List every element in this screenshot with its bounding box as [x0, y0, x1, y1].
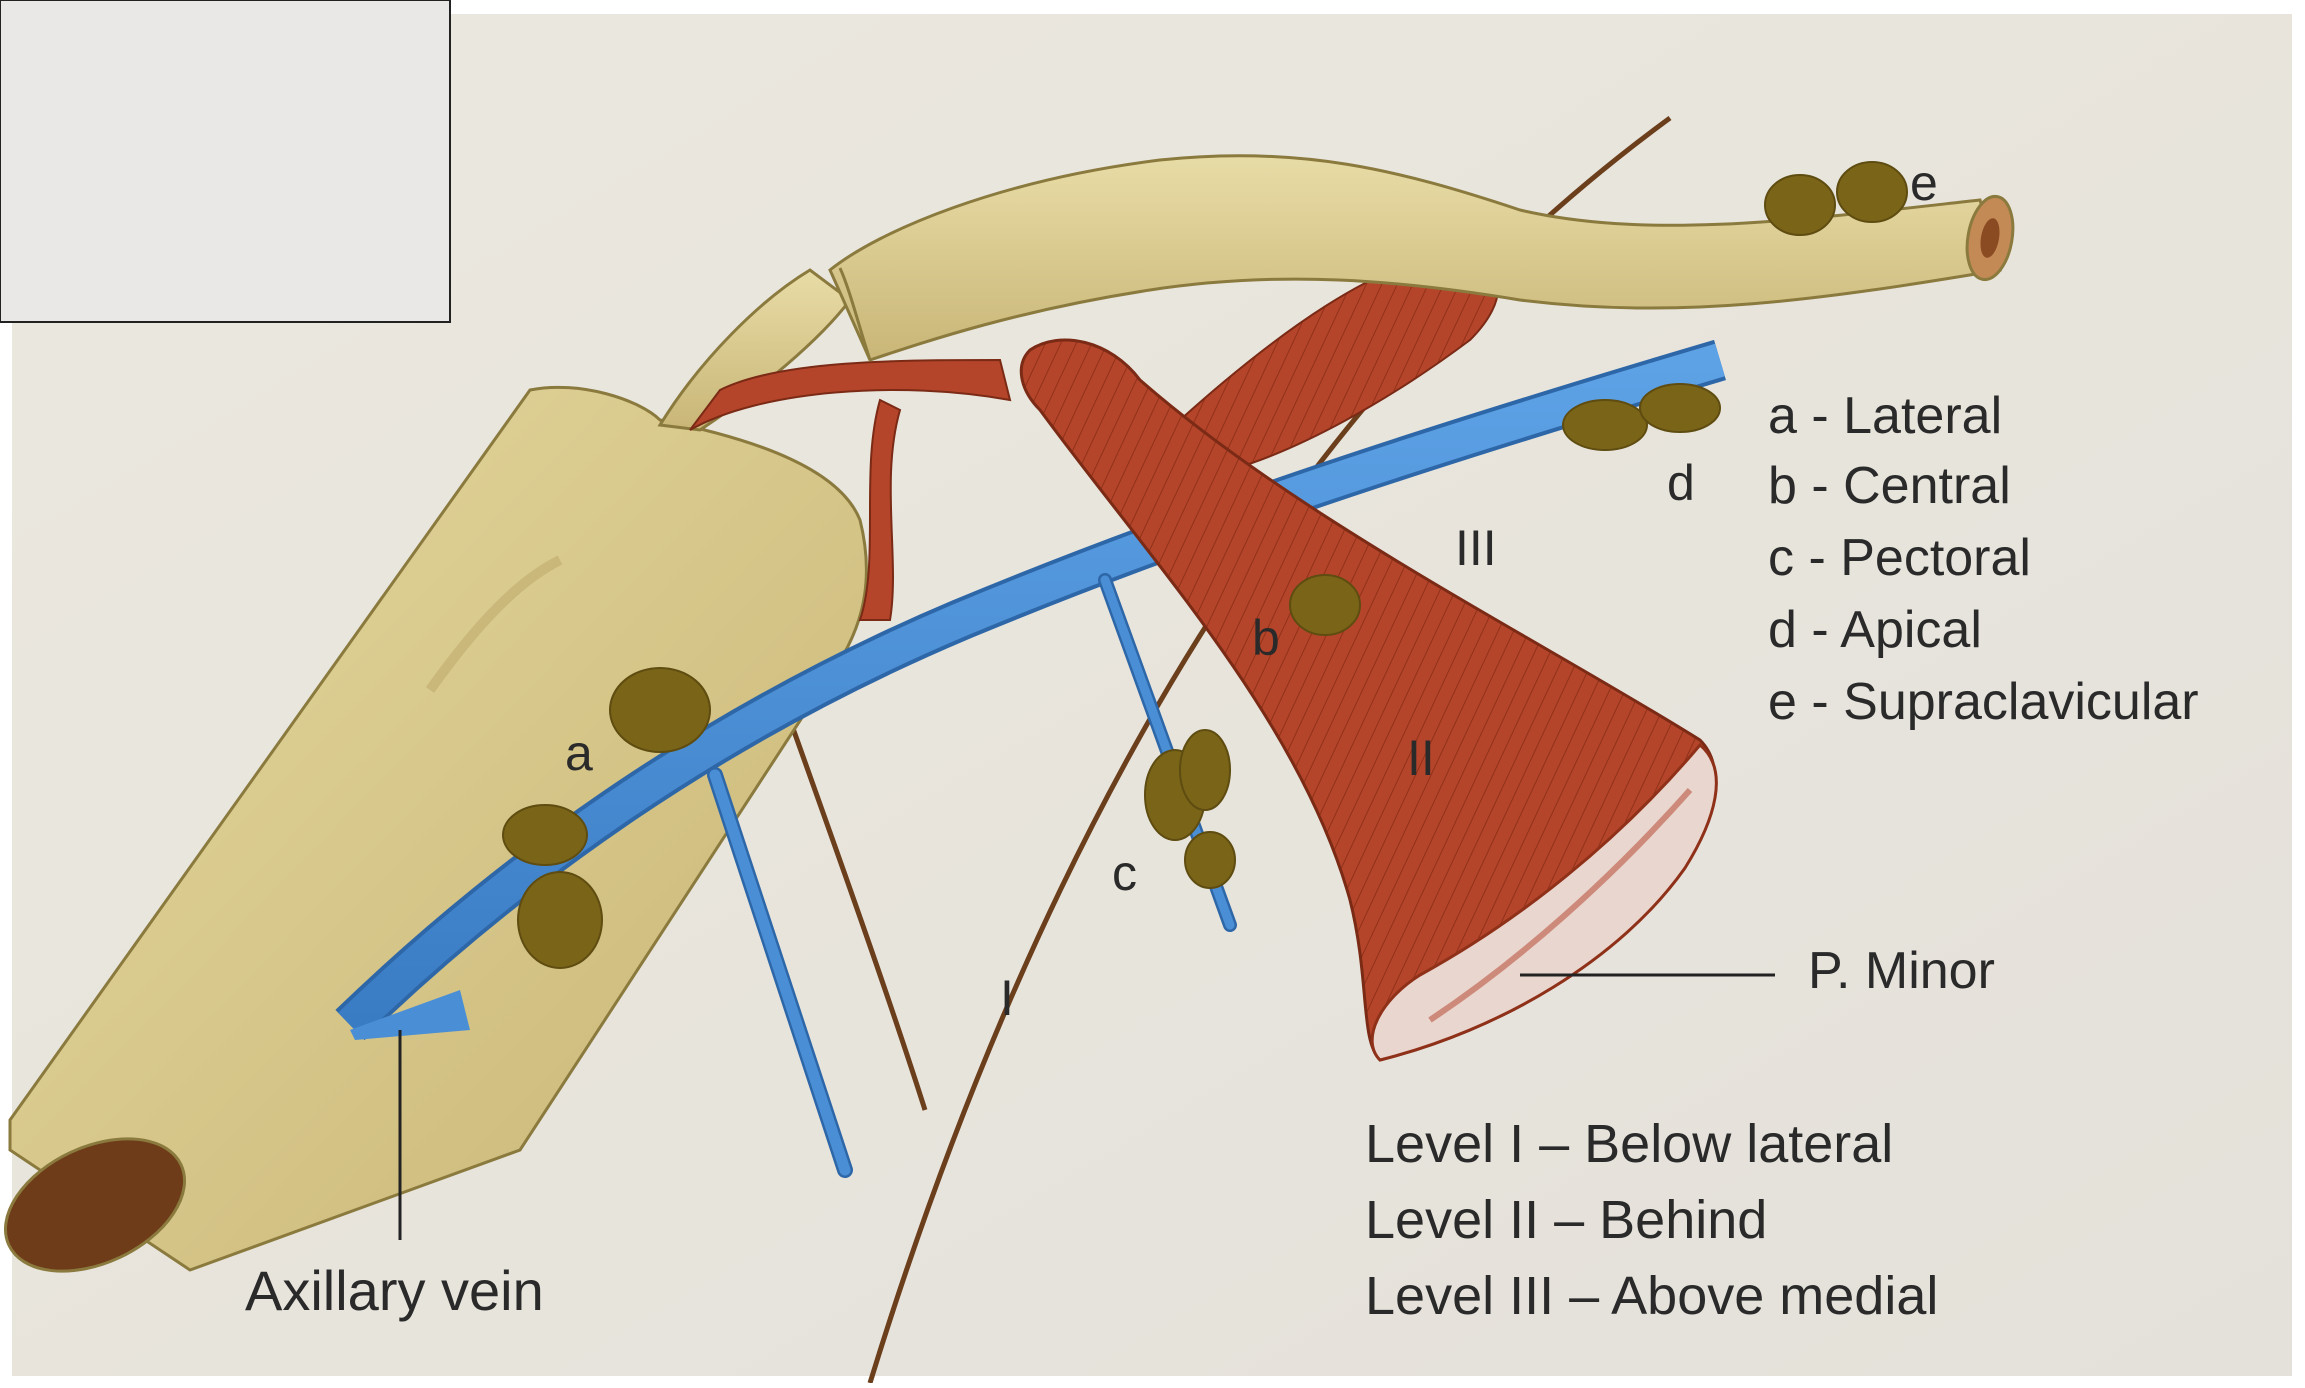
node-pectoral-3	[1185, 832, 1235, 888]
blank-label-box	[0, 0, 450, 322]
legend-node-a: a - Lateral	[1768, 387, 2002, 445]
label-node-d: d	[1667, 455, 1695, 511]
legend-level-1: Level I – Below lateral	[1365, 1114, 1893, 1174]
legend-node-d: d - Apical	[1768, 601, 1982, 659]
node-pectoral-2	[1180, 730, 1230, 810]
node-lateral-2	[503, 805, 587, 865]
label-axillary-vein: Axillary vein	[245, 1259, 544, 1322]
legend-node-b: b - Central	[1768, 457, 2011, 515]
label-level-2: II	[1407, 730, 1435, 786]
node-apical-1	[1563, 400, 1647, 450]
node-supraclavicular-2	[1837, 162, 1907, 222]
label-node-b: b	[1252, 610, 1280, 666]
label-node-a: a	[565, 725, 593, 781]
node-apical-2	[1640, 384, 1720, 432]
label-level-3: III	[1455, 520, 1497, 576]
node-lateral-1	[610, 668, 710, 752]
legend-node-c: c - Pectoral	[1768, 529, 2031, 587]
node-supraclavicular-1	[1765, 175, 1835, 235]
label-level-1: I	[1000, 970, 1014, 1026]
node-lateral-3	[518, 872, 602, 968]
node-central	[1290, 575, 1360, 635]
label-p-minor: P. Minor	[1808, 942, 1995, 1000]
legend-node-e: e - Supraclavicular	[1768, 673, 2199, 731]
legend-level-2: Level II – Behind	[1365, 1190, 1767, 1250]
label-node-c: c	[1112, 845, 1137, 901]
label-node-e: e	[1910, 155, 1938, 211]
legend-level-3: Level III – Above medial	[1365, 1266, 1938, 1326]
